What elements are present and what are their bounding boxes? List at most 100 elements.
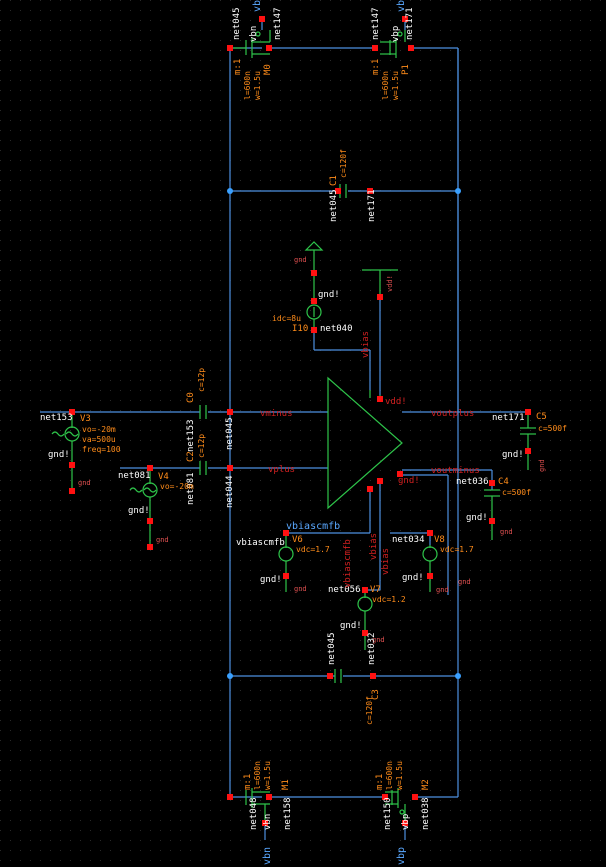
source-v7[interactable]: net056 vbiascmfb V7 vdc=1.2 gnd! gnd xyxy=(328,539,406,650)
c1-value: c=120f xyxy=(339,149,348,178)
v8-vdc: vdc=1.7 xyxy=(440,545,474,554)
m0-w: w=1.5u xyxy=(253,71,262,100)
i10-gnd-label: gnd xyxy=(294,256,307,264)
capacitor-c2[interactable]: C2 c=12p net153 net081 net044 xyxy=(186,419,235,508)
c4-value: c=500f xyxy=(502,488,531,497)
c5-name: C5 xyxy=(536,412,547,422)
label-net150: net150 xyxy=(383,797,393,830)
v6-name: V6 xyxy=(292,535,303,545)
m1-name: M1 xyxy=(281,779,291,790)
c2-name: C2 xyxy=(186,451,196,462)
v7-name: V7 xyxy=(370,585,381,595)
opamp-vdd-pin: vdd! xyxy=(385,397,407,407)
m2-m: m:1 xyxy=(375,774,385,790)
label-net045-c3: net045 xyxy=(327,632,337,665)
vdd-supply: vdd! xyxy=(362,269,398,300)
source-v3[interactable]: net153 V3 vo=-20m va=500u freq=100 gnd! … xyxy=(40,409,121,494)
v6-gnd: gnd! xyxy=(260,575,282,585)
label-vbn-gate-bottom: vbn xyxy=(263,814,273,830)
label-net032: net032 xyxy=(367,632,377,665)
label-net081: net081 xyxy=(118,471,151,481)
c4-gnd: gnd! xyxy=(466,513,488,523)
m1-m: m:1 xyxy=(243,774,253,790)
v3-freq: freq=100 xyxy=(82,445,121,454)
c1-name: C1 xyxy=(329,175,339,186)
c2-value: c=12p xyxy=(197,434,206,458)
opamp-vplus: vplus xyxy=(268,465,295,475)
c5-gnd-small: gnd xyxy=(538,459,546,472)
label-vbn-bottom: vbn xyxy=(262,847,273,865)
label-net153-c2: net153 xyxy=(186,419,196,452)
label-net081-c2: net081 xyxy=(186,472,196,505)
m1-l: l=600n xyxy=(253,761,262,790)
v3-gnd: gnd! xyxy=(48,450,70,460)
i10-idc: idc=8u xyxy=(272,314,301,323)
label-vbn-top: vbn xyxy=(252,0,263,12)
source-v4[interactable]: net081 V4 vo=-20m gnd! gnd xyxy=(118,465,194,550)
opamp-gnd-pin: gnd! xyxy=(398,476,420,486)
nmos-m2[interactable]: m:1 l=600n w=1.5u M2 net150 vbp net038 v… xyxy=(375,761,431,865)
opamp-vminus: vminus xyxy=(260,409,293,419)
v8-name: V8 xyxy=(434,535,445,545)
label-net036: net036 xyxy=(456,477,489,487)
c4-name: C4 xyxy=(498,477,509,487)
label-net158: net158 xyxy=(283,797,293,830)
opamp-vbias-label: vbias xyxy=(369,533,379,560)
capacitor-c4[interactable]: net036 C4 c=500f gnd! gnd xyxy=(456,477,531,540)
c4-gnd-small: gnd xyxy=(500,528,513,536)
v7-gnd-small: gnd xyxy=(372,636,385,644)
label-net045-c1: net045 xyxy=(329,189,339,222)
m0-l: l=600n xyxy=(243,71,252,100)
m0-name: M0 xyxy=(263,64,273,75)
capacitor-c3[interactable]: net045 net032 c=120f C3 xyxy=(227,632,461,725)
i10-gnd-net: gnd! xyxy=(318,290,340,300)
m2-w: w=1.5u xyxy=(395,761,404,790)
label-vbiascmfb: vbiascmfb xyxy=(236,538,285,548)
m0-m: m:1 xyxy=(233,59,243,75)
label-net056: net056 xyxy=(328,585,361,595)
capacitor-c5[interactable]: net171 C5 c=500f gnd! gnd xyxy=(492,409,567,472)
v6-gnd-small: gnd xyxy=(294,585,307,593)
label-net045-c0: net045 xyxy=(225,417,235,450)
v8-gnd: gnd! xyxy=(402,573,424,583)
nmos-m1[interactable]: m:1 l=600n w=1.5u M1 net048 vbn net158 v… xyxy=(227,761,293,865)
opamp[interactable]: vdd! vminus vplus voutplus voutminus gnd… xyxy=(260,376,480,575)
source-v6[interactable]: vbiascmfb vbiascmfb V6 vdc=1.7 gnd! gnd xyxy=(236,521,340,593)
capacitor-c0[interactable]: C0 c=12p net045 xyxy=(186,368,235,450)
m1-w: w=1.5u xyxy=(263,761,272,790)
label-net147-b: net147 xyxy=(371,7,381,40)
c0-name: C0 xyxy=(186,392,196,403)
label-vbp-top: vbp xyxy=(396,0,407,12)
v3-name: V3 xyxy=(80,414,91,424)
v4-vo: vo=-20m xyxy=(160,482,194,491)
c5-value: c=500f xyxy=(538,424,567,433)
v3-vo: vo=-20m xyxy=(82,425,116,434)
label-net048: net048 xyxy=(249,797,259,830)
label-net045-top: net045 xyxy=(232,7,242,40)
label-net034: net034 xyxy=(392,535,425,545)
c0-value: c=12p xyxy=(197,368,206,392)
v7-gnd: gnd! xyxy=(340,621,362,631)
c3-value: c=120f xyxy=(365,696,374,725)
capacitor-c1[interactable]: C1 c=120f net045 net171 xyxy=(227,149,461,222)
label-vbp-gate-bottom: vbp xyxy=(401,814,411,830)
current-source-i10[interactable]: gnd gnd! idc=8u I10 net040 vbias xyxy=(272,241,371,358)
v4-name: V4 xyxy=(158,472,169,482)
v7-vdc: vdc=1.2 xyxy=(372,595,406,604)
p1-name: P1 xyxy=(401,64,411,75)
opamp-voutplus: voutplus xyxy=(431,409,474,419)
label-vbp-gate: vbp xyxy=(391,26,401,42)
label-net040: net040 xyxy=(320,324,353,334)
label-vbiascmfb-pin: vbiascmfb xyxy=(286,521,340,532)
m2-name: M2 xyxy=(421,779,431,790)
pmos-m0[interactable]: net045 vbn vbn net147 m:1 l=600n w=1.5u … xyxy=(227,0,283,100)
p1-w: w=1.5u xyxy=(391,71,400,100)
opamp-vbias-pin: vbias xyxy=(381,548,391,575)
p1-m: m:1 xyxy=(371,59,381,75)
source-v8[interactable]: net034 V8 vdc=1.7 gnd! gnd gnd xyxy=(392,530,474,594)
label-net171-top: net171 xyxy=(405,7,415,40)
label-vbias-i10: vbias xyxy=(361,331,371,358)
pmos-p1[interactable]: net147 vbp vbp net171 m:1 l=600n w=1.5u … xyxy=(371,0,415,100)
